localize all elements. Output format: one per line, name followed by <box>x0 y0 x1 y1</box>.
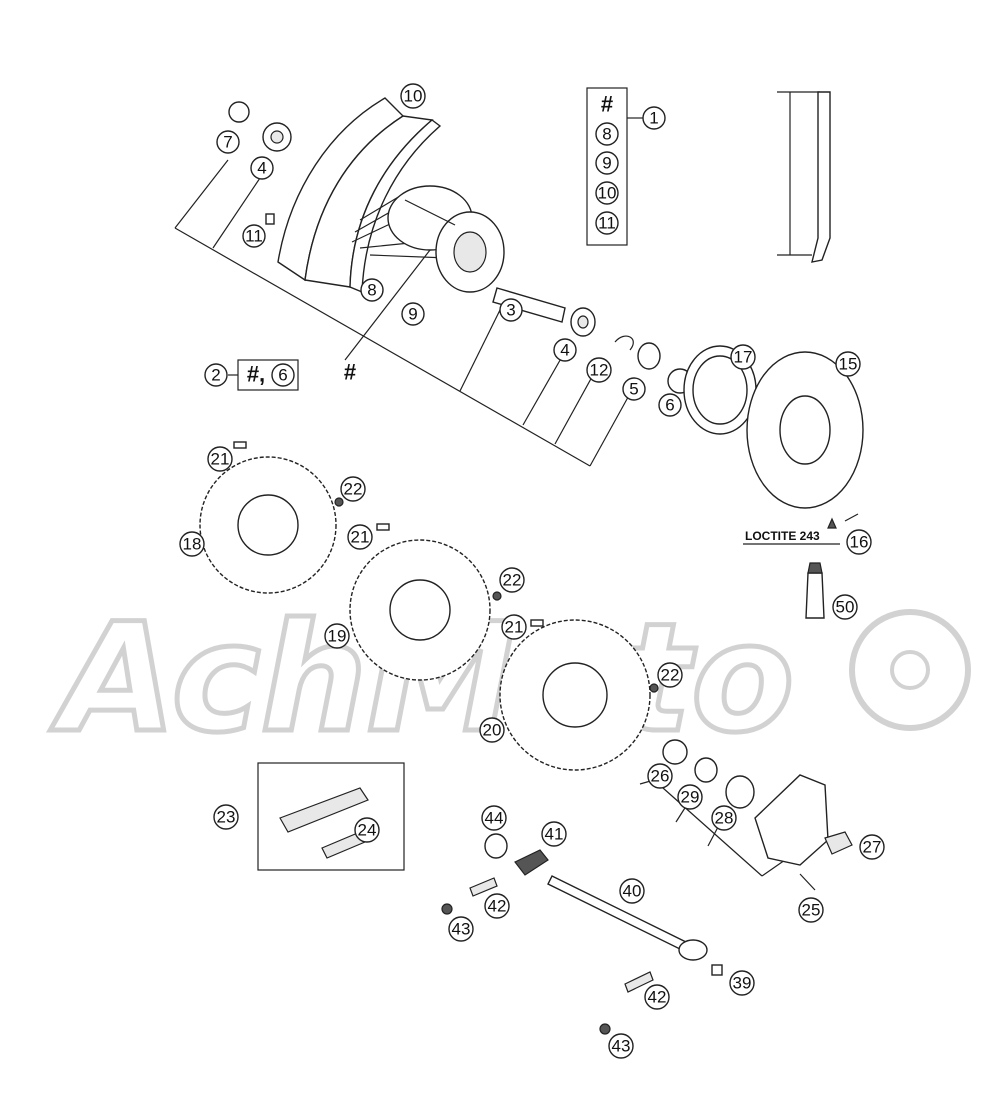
loctite-label: LOCTITE 243 <box>745 529 820 543</box>
kit-box-2-item-6: 6 <box>278 366 287 385</box>
sprocket-19 <box>349 539 491 681</box>
callout-28: 28 <box>715 809 734 828</box>
callout-4-lower: 4 <box>560 341 569 360</box>
watermark-wheel <box>849 609 971 731</box>
callout-40: 40 <box>623 882 642 901</box>
callout-15: 15 <box>839 355 858 374</box>
sprocket-18 <box>199 456 337 594</box>
callout-21-mid: 21 <box>351 528 370 547</box>
callout-11: 11 <box>245 227 263 246</box>
callout-50: 50 <box>836 598 855 617</box>
axle-parts <box>441 833 723 1035</box>
kit-box-1-item-10: 10 <box>598 184 617 203</box>
callout-18: 18 <box>183 535 202 554</box>
callout-29: 29 <box>681 788 700 807</box>
callout-19: 19 <box>328 627 347 646</box>
callout-7: 7 <box>223 133 232 152</box>
callout-12: 12 <box>590 361 609 380</box>
callout-21: 21 <box>211 450 230 469</box>
callout-23: 23 <box>217 808 236 827</box>
callout-4: 4 <box>257 159 266 178</box>
callout-6: 6 <box>665 396 674 415</box>
callout-44: 44 <box>485 809 504 828</box>
callout-26: 26 <box>651 767 670 786</box>
callout-2: 2 <box>211 366 220 385</box>
sprocket-20 <box>499 619 651 771</box>
kit-box-2-hash: #, <box>247 362 265 387</box>
assembly-lines <box>174 159 816 891</box>
kit-box-2: 2 #, 6 <box>204 359 299 391</box>
callout-27: 27 <box>863 838 882 857</box>
chain-kit-box <box>257 762 405 871</box>
callout-24: 24 <box>358 821 377 840</box>
callout-43-low: 43 <box>612 1037 631 1056</box>
wheel-hub <box>351 185 505 293</box>
callout-41: 41 <box>545 825 564 844</box>
callout-21-low: 21 <box>505 618 524 637</box>
callout-22-low: 22 <box>661 666 680 685</box>
callout-25: 25 <box>802 901 821 920</box>
kit-box-1-item-9: 9 <box>602 154 611 173</box>
callout-1: 1 <box>649 109 658 128</box>
callout-20: 20 <box>483 721 502 740</box>
callout-3: 3 <box>506 301 515 320</box>
callout-42: 42 <box>488 897 507 916</box>
hub-hash-label: # <box>344 360 356 385</box>
callout-22-mid: 22 <box>503 571 522 590</box>
wheel-rim <box>277 97 442 294</box>
callout-5: 5 <box>629 380 638 399</box>
kit-box-1-item-8: 8 <box>602 125 611 144</box>
kit-box-1-hash: # <box>601 92 613 117</box>
small-hardware <box>233 441 659 693</box>
callout-9: 9 <box>408 305 417 324</box>
callout-17: 17 <box>734 348 753 367</box>
kit-box-1: # 8 9 10 11 1 <box>586 87 666 246</box>
callout-42-low: 42 <box>648 988 667 1007</box>
sprocket-carrier <box>662 739 853 866</box>
kit-box-1-item-11: 11 <box>598 214 616 233</box>
callout-39: 39 <box>733 974 752 993</box>
callout-8: 8 <box>367 281 376 300</box>
callout-43: 43 <box>452 920 471 939</box>
spoke-length-indicator <box>777 91 831 263</box>
callouts: 7 4 10 11 8 9 3 4 12 5 6 17 15 16 50 21 … <box>179 83 885 1059</box>
callout-22: 22 <box>344 480 363 499</box>
callout-16: 16 <box>850 533 869 552</box>
callout-10: 10 <box>404 87 423 106</box>
